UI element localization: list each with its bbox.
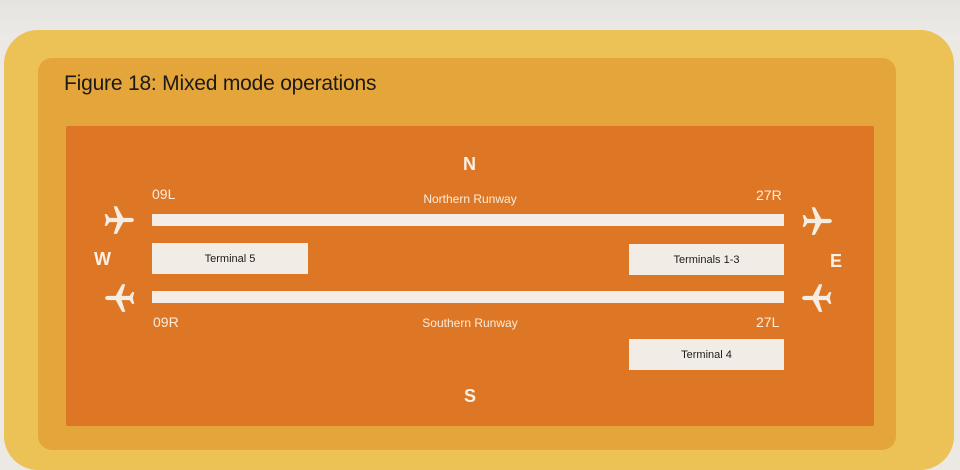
airplane-icon bbox=[102, 203, 136, 237]
compass-east: E bbox=[830, 251, 843, 271]
compass-west: W bbox=[94, 249, 111, 269]
airplane-icon bbox=[103, 281, 137, 315]
terminal-5: Terminal 5 bbox=[152, 243, 308, 274]
airplane-icon-west-north bbox=[104, 206, 134, 234]
airplane-icon-west-south bbox=[105, 284, 135, 312]
compass-north: N bbox=[463, 154, 476, 174]
terminals-1-3: Terminals 1-3 bbox=[629, 244, 784, 275]
airplane-icon bbox=[800, 281, 834, 315]
runway-label-09l: 09L bbox=[152, 186, 176, 202]
runway-label-27r: 27R bbox=[756, 187, 782, 203]
northern-runway-name: Northern Runway bbox=[423, 192, 517, 206]
southern-runway bbox=[152, 291, 784, 303]
runway-label-27l: 27L bbox=[756, 314, 780, 330]
terminal-4: Terminal 4 bbox=[629, 339, 784, 370]
airplane-icon-east-south bbox=[802, 284, 832, 312]
southern-runway-name: Southern Runway bbox=[422, 316, 518, 330]
runway-label-09r: 09R bbox=[153, 314, 179, 330]
airplane-icon-east-north bbox=[802, 207, 832, 235]
northern-runway bbox=[152, 214, 784, 226]
airport-diagram: N S W E 09L Northern Runway 27R Terminal… bbox=[66, 126, 874, 426]
airplane-icon bbox=[800, 204, 834, 238]
compass-south: S bbox=[464, 386, 477, 406]
figure-title: Figure 18: Mixed mode operations bbox=[64, 72, 377, 95]
